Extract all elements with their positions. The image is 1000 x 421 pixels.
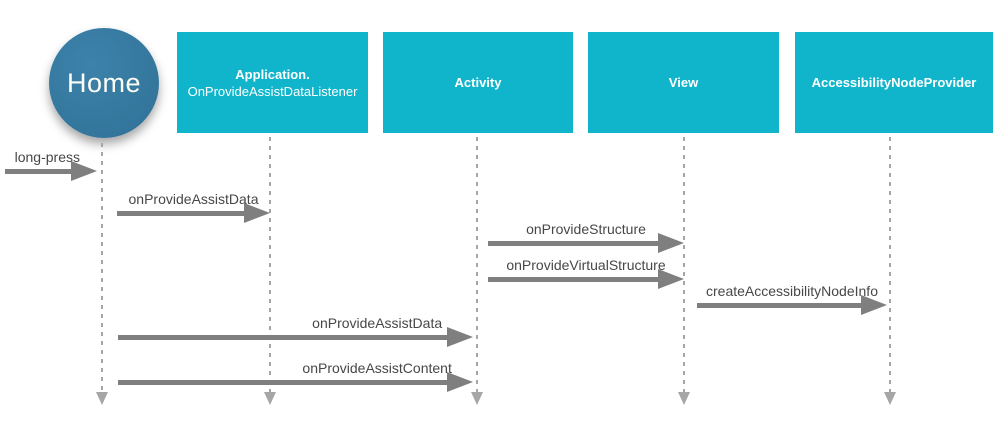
arrow-shaft	[118, 335, 451, 340]
lifeline-arrow-icon	[264, 392, 276, 405]
message-label-create-accessibility-node-info: createAccessibilityNodeInfo	[706, 283, 878, 299]
actor-title-activity: Activity	[454, 75, 502, 90]
arrow-shaft	[488, 277, 662, 282]
actor-box-view: View	[588, 32, 779, 133]
actor-box-activity: Activity	[383, 32, 573, 133]
home-label: Home	[66, 67, 142, 98]
arrow-shaft	[697, 303, 865, 308]
arrow-shaft	[117, 211, 248, 216]
lifeline-arrow-icon	[678, 392, 690, 405]
message-label-long-press: long-press	[14, 149, 80, 165]
home-actor: Home	[49, 28, 159, 138]
arrow-head-icon	[447, 372, 473, 392]
lifeline-view	[683, 137, 685, 392]
arrow-head-icon	[861, 295, 887, 315]
actor-box-accessibility-node-provider: AccessibilityNodeProvider	[795, 32, 993, 133]
arrow-shaft	[488, 241, 662, 246]
arrow-shaft	[5, 169, 75, 174]
lifeline-application	[269, 137, 271, 392]
arrow-head-icon	[71, 161, 97, 181]
arrow-head-icon	[447, 327, 473, 347]
lifeline-arrow-icon	[96, 392, 108, 405]
message-label-on-provide-virtual-structure: onProvideVirtualStructure	[506, 257, 666, 273]
lifeline-arrow-icon	[884, 392, 896, 405]
message-label-on-provide-assist-content: onProvideAssistContent	[302, 360, 452, 376]
lifeline-accessibility-node-provider	[889, 137, 891, 392]
message-label-on-provide-assist-data: onProvideAssistData	[128, 191, 259, 207]
actor-title-application: Application.	[235, 66, 310, 82]
actor-title-accessibility-node-provider: AccessibilityNodeProvider	[811, 75, 977, 90]
actor-subtitle-application: OnProvideAssistDataListener	[187, 83, 358, 99]
actor-title-view: View	[668, 75, 699, 90]
lifeline-home	[101, 143, 103, 392]
message-label-on-provide-structure: onProvideStructure	[526, 221, 646, 237]
arrow-head-icon	[658, 233, 684, 253]
arrow-head-icon	[244, 203, 270, 223]
lifeline-arrow-icon	[471, 392, 483, 405]
arrow-head-icon	[658, 269, 684, 289]
arrow-shaft	[118, 380, 451, 385]
message-label-on-provide-assist-data: onProvideAssistData	[312, 315, 443, 331]
actor-box-application: Application. OnProvideAssistDataListener	[177, 32, 368, 133]
lifeline-activity	[476, 137, 478, 392]
